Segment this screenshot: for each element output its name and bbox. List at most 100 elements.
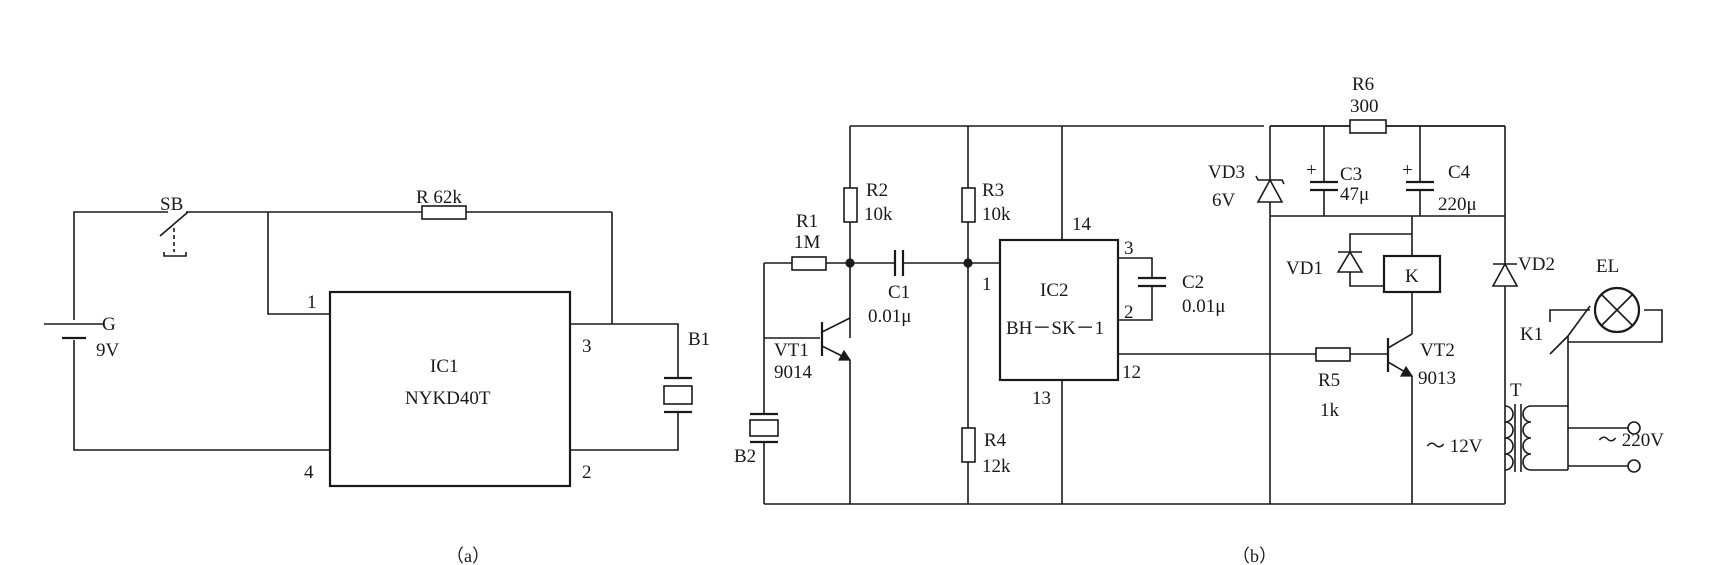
label-r6: R6	[1352, 74, 1374, 95]
label-ic2-pin14: 14	[1072, 214, 1092, 235]
wire-a-bottom	[73, 340, 330, 451]
wire-a-pin3	[570, 323, 679, 378]
label-ic2: IC2	[1040, 280, 1069, 301]
label-vt1: VT1	[774, 340, 809, 361]
label-pin2: 2	[582, 462, 592, 483]
diode-vd2-triangle	[1491, 262, 1519, 287]
label-r2: R2	[866, 180, 888, 201]
label-c2: C2	[1182, 272, 1204, 293]
label-sb: SB	[160, 194, 183, 215]
label-c3-plus: +	[1306, 160, 1317, 181]
terminal-mains-top	[1627, 421, 1641, 435]
label-c4: C4	[1448, 162, 1471, 183]
label-ic2-pin3: 3	[1124, 238, 1134, 259]
label-vd1: VD1	[1286, 258, 1323, 279]
label-ic2-pin12: 12	[1122, 362, 1141, 383]
label-c1-value: 0.01μ	[868, 306, 911, 327]
zener-vd3-bar	[1255, 175, 1285, 185]
label-r2-value: 10k	[864, 204, 893, 225]
label-g: G	[102, 314, 116, 335]
label-c3-value: 47μ	[1340, 184, 1369, 205]
label-r5: R5	[1318, 370, 1340, 391]
resistor-r3	[961, 187, 976, 223]
label-r3: R3	[982, 180, 1004, 201]
switch-sb-lever	[159, 211, 189, 237]
diagram-a: SB R 62k G 9V IC1 NYKD40T 1 3 4 2 B1 （a）	[44, 187, 710, 565]
label-vd2: VD2	[1518, 254, 1555, 275]
wire-b-c2-top	[1118, 257, 1153, 278]
buzzer-b1-body	[663, 385, 693, 405]
label-pin4: 4	[304, 462, 314, 483]
relay-k-coil	[1382, 254, 1442, 294]
mic-b2-body	[749, 419, 779, 437]
vt1-collector	[821, 317, 851, 333]
transformer-t-primary	[1504, 405, 1514, 471]
label-12v: ～ 12V	[1426, 436, 1483, 457]
label-r4: R4	[984, 430, 1007, 451]
wire-b-mains-terminal-top	[1567, 406, 1628, 429]
ic2-box	[998, 238, 1120, 382]
label-c2-value: 0.01μ	[1182, 296, 1225, 317]
label-ic2-pin1: 1	[982, 274, 992, 295]
label-c3: C3	[1340, 164, 1362, 185]
label-vd3: VD3	[1208, 162, 1245, 183]
wire-a-top-left	[73, 211, 168, 320]
resistor-r1	[791, 256, 827, 271]
label-r6-value: 300	[1350, 96, 1379, 117]
label-r: R 62k	[416, 187, 462, 208]
label-ic2-part: BH－SK－1	[1006, 318, 1104, 339]
label-el: EL	[1596, 256, 1619, 277]
label-pin3: 3	[582, 336, 592, 357]
wire-b-c2-bottom	[1118, 286, 1153, 321]
switch-sb-button	[163, 252, 187, 257]
label-vd3-value: 6V	[1212, 190, 1236, 211]
label-b1: B1	[688, 329, 710, 350]
label-relay-k: K	[1405, 266, 1419, 287]
label-c1: C1	[888, 282, 910, 303]
label-b2: B2	[734, 446, 756, 467]
label-r3-value: 10k	[982, 204, 1011, 225]
label-g-value: 9V	[96, 340, 120, 361]
zener-vd3-triangle	[1256, 178, 1284, 203]
label-vt1-value: 9014	[774, 362, 813, 383]
diagram-b: R1 1M R2 10k R3 10k R4 12k R5 1k R6 300 …	[734, 74, 1664, 565]
label-vt2-value: 9013	[1418, 368, 1456, 389]
resistor-r6	[1349, 119, 1387, 134]
label-c4-value: 220μ	[1438, 194, 1477, 215]
relay-k1-contact	[1549, 335, 1569, 355]
label-r1-value: 1M	[794, 232, 821, 253]
lamp-el-cross-2	[1600, 293, 1634, 327]
label-c4-plus: +	[1402, 160, 1413, 181]
wire-a-pin2	[570, 412, 679, 451]
transformer-t-secondary	[1522, 405, 1532, 471]
caption-b: （b）	[1232, 546, 1277, 565]
label-pin1: 1	[307, 292, 317, 313]
caption-a: （a）	[446, 546, 490, 565]
resistor-r4	[961, 427, 976, 463]
diode-vd1-triangle	[1336, 250, 1364, 273]
label-r4-value: 12k	[982, 456, 1011, 477]
vt1-emitter-arrow	[837, 349, 852, 361]
label-ic2-pin2: 2	[1124, 302, 1134, 323]
label-t: T	[1510, 380, 1522, 401]
terminal-mains-bottom	[1627, 459, 1641, 473]
wire-b-k1-fixed	[1549, 309, 1590, 322]
resistor-r5	[1315, 347, 1351, 362]
ic1-box	[328, 290, 572, 488]
label-r5-value: 1k	[1320, 400, 1340, 421]
label-ic1: IC1	[430, 356, 459, 377]
resistor-r2	[843, 187, 858, 223]
label-220v: ～ 220V	[1598, 430, 1664, 451]
wire-b-lamp-right	[1568, 309, 1663, 343]
vt2-emitter-arrow	[1399, 365, 1414, 377]
label-vt2: VT2	[1420, 340, 1455, 361]
label-k1: K1	[1520, 324, 1543, 345]
label-r1: R1	[796, 211, 818, 232]
label-ic1-part: NYKD40T	[405, 388, 491, 409]
resistor-r	[421, 205, 467, 220]
label-ic2-pin13: 13	[1032, 388, 1051, 409]
wire-a-pin1	[267, 212, 330, 315]
wire-b-lamp-left	[1567, 305, 1591, 337]
vt2-collector	[1387, 333, 1413, 349]
